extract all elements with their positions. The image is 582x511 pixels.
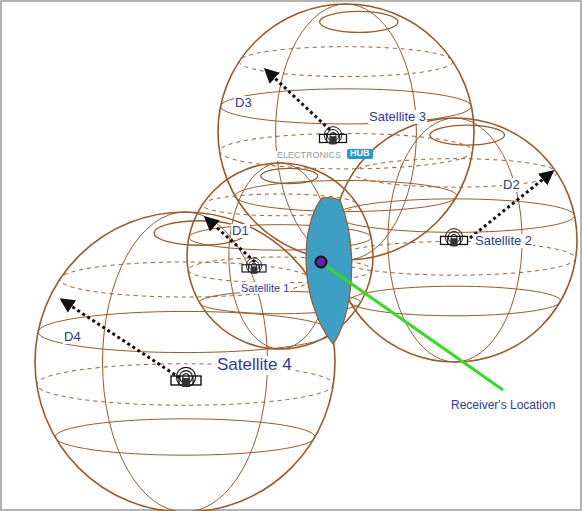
sphere-1 — [187, 163, 373, 349]
range-spheres — [35, 4, 577, 511]
satellite-body — [329, 136, 336, 144]
d1-arrow — [206, 218, 255, 262]
watermark: ELECTRONICS — [276, 151, 342, 161]
label: Satellite 4 — [216, 356, 293, 375]
satellite-symbol — [320, 127, 347, 145]
distance-arrows — [62, 70, 552, 378]
latitude-line — [239, 47, 453, 77]
satellite-symbol — [171, 367, 201, 387]
satellite-body — [182, 378, 190, 387]
receiver-dot — [316, 257, 327, 268]
latitude-line — [334, 241, 575, 275]
label: D4 — [63, 330, 82, 344]
top-ring — [320, 11, 398, 32]
satellite-icons — [171, 127, 468, 387]
d4-arrow — [62, 300, 180, 378]
intersection-region — [306, 198, 352, 344]
latitude-line — [219, 133, 472, 168]
d2-arrow — [470, 172, 552, 238]
sphere-gridlines — [37, 4, 576, 511]
latitude-line — [55, 419, 315, 455]
signal-ring — [324, 127, 341, 144]
d3-arrow — [266, 70, 330, 130]
signal-ring — [445, 229, 462, 246]
satellite-body — [251, 266, 257, 273]
latitude-line — [38, 311, 332, 352]
top-ring — [430, 125, 505, 145]
latitude-line — [335, 199, 574, 232]
label: Satellite 2 — [474, 234, 533, 248]
label: Satellite 1 — [240, 282, 290, 294]
label: Satellite 3 — [368, 110, 427, 124]
sphere-4 — [35, 212, 335, 511]
label: D1 — [231, 224, 250, 238]
satellite-body — [450, 238, 457, 246]
latitude-line — [235, 180, 457, 211]
label: D2 — [502, 178, 521, 192]
latitude-line — [353, 159, 557, 188]
satellite-symbol — [441, 229, 468, 247]
latitude-line — [221, 89, 472, 124]
receiver-leader-line — [326, 266, 503, 390]
latitude-line — [349, 286, 560, 316]
label: Receiver's Location — [450, 399, 556, 412]
latitude-line — [60, 262, 311, 297]
watermark: HUB — [347, 149, 373, 159]
label: D3 — [234, 96, 253, 110]
